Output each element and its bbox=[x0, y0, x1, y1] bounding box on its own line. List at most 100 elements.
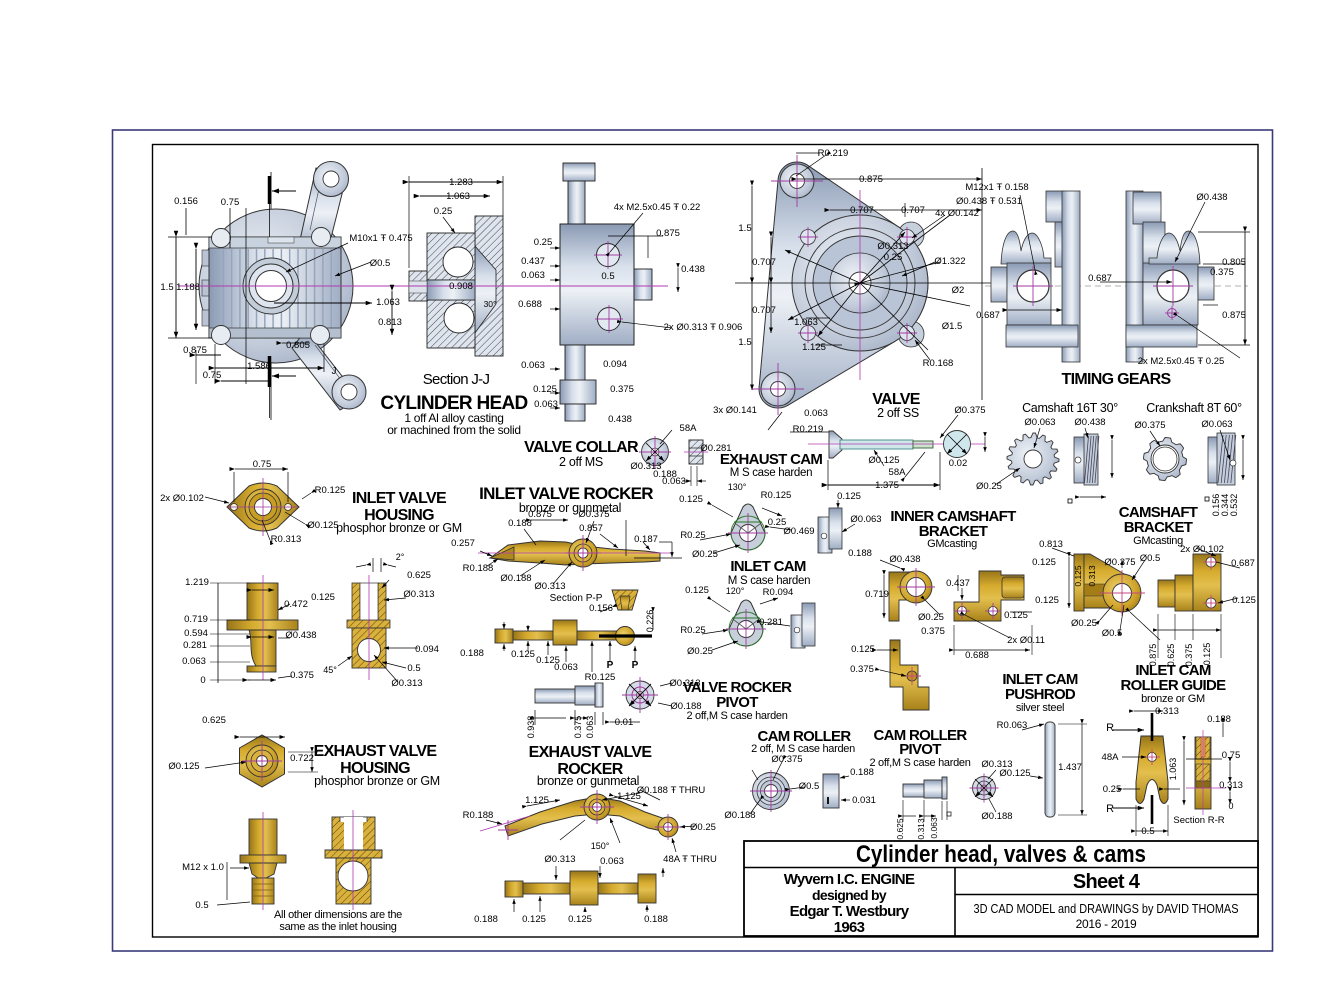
svg-text:0.188: 0.188 bbox=[850, 767, 874, 778]
svg-text:silver steel: silver steel bbox=[1016, 702, 1064, 714]
svg-text:Ø0.125: Ø0.125 bbox=[168, 761, 199, 772]
svg-text:VALVE COLLAR: VALVE COLLAR bbox=[524, 439, 639, 456]
svg-text:0.688: 0.688 bbox=[518, 299, 542, 310]
svg-text:30°: 30° bbox=[484, 299, 497, 309]
svg-text:designed by: designed by bbox=[812, 887, 887, 903]
svg-text:3D CAD MODEL and DRAWINGS by D: 3D CAD MODEL and DRAWINGS by DAVID THOMA… bbox=[974, 902, 1239, 916]
svg-text:0.25: 0.25 bbox=[884, 252, 903, 263]
svg-text:BRACKET: BRACKET bbox=[919, 523, 988, 540]
svg-text:R0.188: R0.188 bbox=[463, 810, 494, 821]
svg-text:Ø0.125: Ø0.125 bbox=[307, 520, 338, 531]
svg-text:0.188: 0.188 bbox=[474, 914, 498, 925]
svg-text:CAM ROLLER: CAM ROLLER bbox=[758, 728, 852, 745]
svg-text:0.805: 0.805 bbox=[1222, 257, 1246, 268]
svg-text:2x Ø0.102: 2x Ø0.102 bbox=[1180, 544, 1224, 555]
svg-text:R: R bbox=[1106, 722, 1114, 734]
svg-text:VALVE ROCKER: VALVE ROCKER bbox=[683, 679, 792, 696]
svg-text:GMcasting: GMcasting bbox=[927, 538, 977, 550]
svg-text:Section J-J: Section J-J bbox=[423, 371, 490, 388]
svg-text:1.063: 1.063 bbox=[446, 191, 470, 202]
svg-text:0.875: 0.875 bbox=[183, 345, 207, 356]
svg-text:0: 0 bbox=[200, 675, 205, 686]
svg-text:M12x1 Ŧ 0.158: M12x1 Ŧ 0.158 bbox=[965, 182, 1028, 193]
svg-text:4x Ø0.142: 4x Ø0.142 bbox=[935, 208, 979, 219]
svg-text:Edgar T. Westbury: Edgar T. Westbury bbox=[790, 903, 910, 920]
svg-text:P: P bbox=[632, 660, 639, 671]
svg-text:0.719: 0.719 bbox=[184, 614, 208, 625]
svg-text:J: J bbox=[332, 366, 337, 377]
svg-text:CAMSHAFT: CAMSHAFT bbox=[1119, 504, 1198, 521]
svg-text:Ø0.313: Ø0.313 bbox=[981, 759, 1012, 770]
svg-text:R0.125: R0.125 bbox=[761, 490, 792, 501]
svg-text:0.875: 0.875 bbox=[1148, 644, 1158, 667]
svg-text:0.707: 0.707 bbox=[901, 205, 925, 216]
svg-text:R0.25: R0.25 bbox=[680, 530, 705, 541]
svg-text:BRACKET: BRACKET bbox=[1124, 519, 1193, 536]
svg-text:0.25: 0.25 bbox=[1103, 784, 1122, 795]
svg-text:Ø2: Ø2 bbox=[952, 285, 965, 296]
svg-text:1.188: 1.188 bbox=[176, 282, 200, 293]
svg-text:R0.219: R0.219 bbox=[793, 424, 824, 435]
svg-text:same as the inlet housing: same as the inlet housing bbox=[279, 921, 396, 933]
svg-text:0.707: 0.707 bbox=[850, 205, 874, 216]
svg-text:0.188: 0.188 bbox=[653, 469, 677, 480]
svg-text:0.125: 0.125 bbox=[1073, 565, 1083, 587]
svg-text:Ø0.281: Ø0.281 bbox=[700, 443, 731, 454]
svg-text:1 off Al alloy casting: 1 off Al alloy casting bbox=[404, 411, 503, 425]
svg-text:Ø0.5: Ø0.5 bbox=[799, 781, 820, 792]
svg-text:0.437: 0.437 bbox=[521, 256, 545, 267]
svg-text:Ø0.063: Ø0.063 bbox=[1024, 417, 1055, 428]
svg-text:ROCKER: ROCKER bbox=[557, 761, 623, 778]
svg-text:0.125: 0.125 bbox=[837, 491, 861, 502]
svg-text:0.875: 0.875 bbox=[1222, 310, 1246, 321]
svg-text:M S case harden: M S case harden bbox=[730, 467, 812, 479]
svg-text:0.188: 0.188 bbox=[460, 648, 484, 659]
svg-text:ROLLER GUIDE: ROLLER GUIDE bbox=[1121, 677, 1227, 694]
svg-text:0.188: 0.188 bbox=[644, 914, 668, 925]
svg-text:58A: 58A bbox=[680, 423, 698, 434]
svg-text:0.375: 0.375 bbox=[573, 716, 583, 739]
svg-text:0.75: 0.75 bbox=[1222, 750, 1241, 761]
svg-text:0.375: 0.375 bbox=[850, 664, 874, 675]
svg-text:0.125: 0.125 bbox=[1004, 610, 1028, 621]
svg-text:0.722: 0.722 bbox=[290, 753, 314, 764]
svg-text:Camshaft 16T 30°: Camshaft 16T 30° bbox=[1022, 401, 1118, 415]
svg-text:1.437: 1.437 bbox=[1058, 762, 1082, 773]
svg-text:R0.25: R0.25 bbox=[680, 625, 705, 636]
svg-text:2 off,M S case harden: 2 off,M S case harden bbox=[869, 757, 970, 769]
svg-text:VALVE: VALVE bbox=[872, 391, 920, 408]
svg-text:0.188: 0.188 bbox=[508, 518, 532, 529]
svg-text:phosphor bronze or GM: phosphor bronze or GM bbox=[336, 521, 462, 535]
svg-text:0.532: 0.532 bbox=[1229, 494, 1239, 517]
svg-text:0.813: 0.813 bbox=[1039, 539, 1063, 550]
svg-text:0.125: 0.125 bbox=[311, 592, 335, 603]
svg-text:0.625: 0.625 bbox=[895, 818, 905, 840]
svg-text:1.125: 1.125 bbox=[525, 795, 549, 806]
svg-text:Ø0.313: Ø0.313 bbox=[630, 461, 661, 472]
svg-text:INNER CAMSHAFT: INNER CAMSHAFT bbox=[890, 508, 1016, 525]
svg-text:0.75: 0.75 bbox=[253, 459, 272, 470]
svg-text:HOUSING: HOUSING bbox=[364, 507, 434, 524]
svg-text:0.281: 0.281 bbox=[759, 617, 783, 628]
svg-text:Ø0.438: Ø0.438 bbox=[1074, 417, 1105, 428]
svg-text:2°: 2° bbox=[396, 552, 405, 562]
svg-text:Section R-R: Section R-R bbox=[1173, 815, 1224, 826]
svg-text:2 off SS: 2 off SS bbox=[877, 406, 919, 420]
svg-text:R0.063: R0.063 bbox=[997, 720, 1028, 731]
svg-text:INLET VALVE: INLET VALVE bbox=[352, 490, 447, 507]
svg-text:1.063: 1.063 bbox=[376, 297, 400, 308]
svg-text:0.375: 0.375 bbox=[1210, 267, 1234, 278]
svg-text:HOUSING: HOUSING bbox=[340, 760, 410, 777]
svg-text:150°: 150° bbox=[591, 841, 610, 851]
svg-text:Ø0.188: Ø0.188 bbox=[670, 701, 701, 712]
svg-text:0.156: 0.156 bbox=[174, 196, 198, 207]
svg-text:0.5: 0.5 bbox=[1141, 826, 1154, 837]
svg-text:Ø0.063: Ø0.063 bbox=[1201, 419, 1232, 430]
svg-text:Ø0.375: Ø0.375 bbox=[1134, 420, 1165, 431]
svg-text:EXHAUST VALVE: EXHAUST VALVE bbox=[529, 744, 653, 761]
svg-text:130°: 130° bbox=[728, 482, 747, 492]
svg-text:0.938: 0.938 bbox=[526, 716, 536, 739]
svg-text:0.063: 0.063 bbox=[182, 656, 206, 667]
svg-text:Ø0.313: Ø0.313 bbox=[669, 678, 700, 689]
svg-text:2x M2.5x0.45 Ŧ 0.25: 2x M2.5x0.45 Ŧ 0.25 bbox=[1138, 356, 1225, 367]
